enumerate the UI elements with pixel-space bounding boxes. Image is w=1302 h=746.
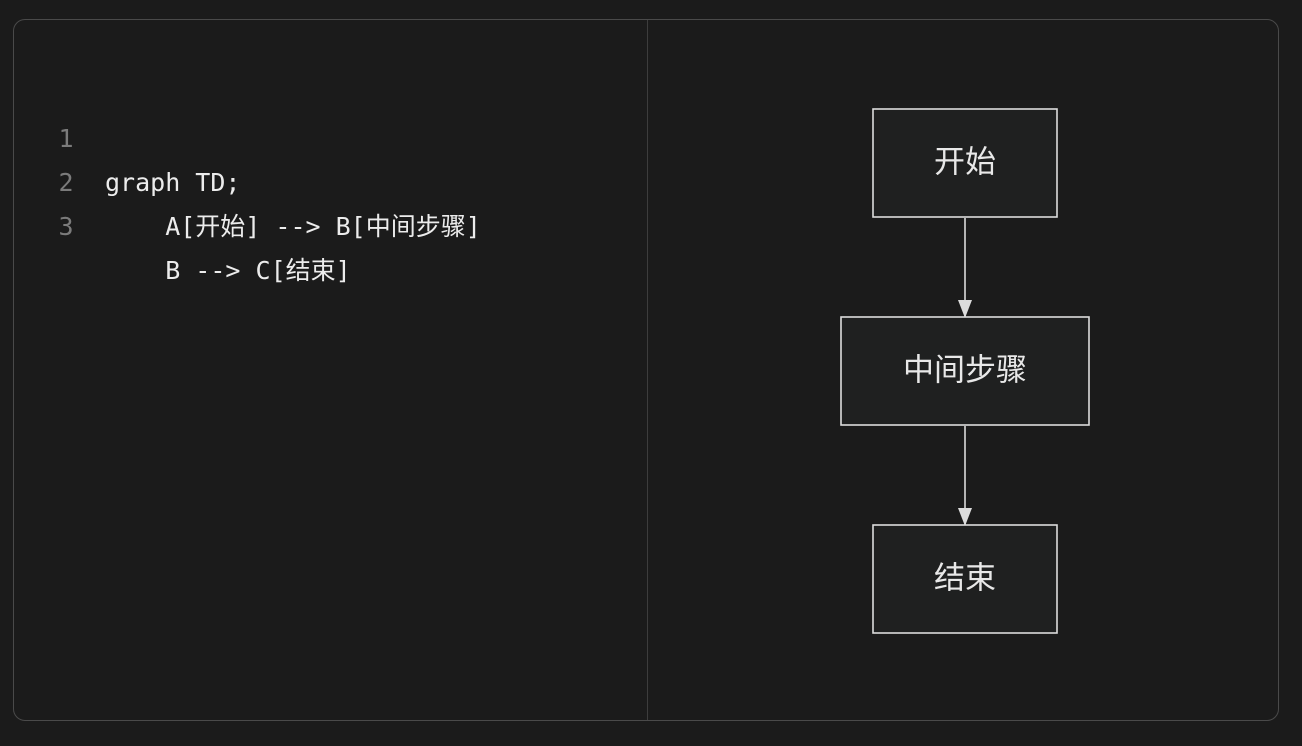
node-middle-step-label: 中间步骤 — [903, 353, 1027, 389]
node-middle-step-box[interactable] — [840, 316, 1090, 426]
node-end[interactable]: 结束 — [872, 524, 1058, 634]
flowchart-diagram: 开始 中间步骤 结束 — [840, 108, 1090, 634]
line-number: 1 — [58, 124, 74, 153]
code-lines[interactable]: 1 graph TD; 2 A[开始] --> B[中间步骤] 3 B --> … — [14, 73, 647, 285]
code-line[interactable]: 1 graph TD; — [14, 73, 647, 197]
code-text[interactable]: B --> C[结束] — [105, 256, 351, 285]
node-start-label: 开始 — [934, 145, 996, 181]
node-end-label: 结束 — [934, 561, 996, 597]
code-line[interactable]: 3 B --> C[结束] — [14, 161, 647, 285]
node-start[interactable]: 开始 — [872, 108, 1058, 218]
code-line[interactable]: 2 A[开始] --> B[中间步骤] — [14, 117, 647, 241]
line-number: 3 — [58, 212, 74, 241]
node-start-box[interactable] — [872, 108, 1058, 218]
node-end-box[interactable] — [872, 524, 1058, 634]
code-editor-pane[interactable]: 1 graph TD; 2 A[开始] --> B[中间步骤] 3 B --> … — [14, 20, 648, 720]
line-number: 2 — [58, 168, 74, 197]
diagram-preview-pane: 开始 中间步骤 结束 — [648, 20, 1278, 720]
node-middle-step[interactable]: 中间步骤 — [840, 316, 1090, 426]
code-text[interactable]: A[开始] --> B[中间步骤] — [105, 212, 481, 241]
code-text[interactable]: graph TD; — [105, 168, 241, 197]
mermaid-editor-window: 1 graph TD; 2 A[开始] --> B[中间步骤] 3 B --> … — [13, 19, 1279, 721]
